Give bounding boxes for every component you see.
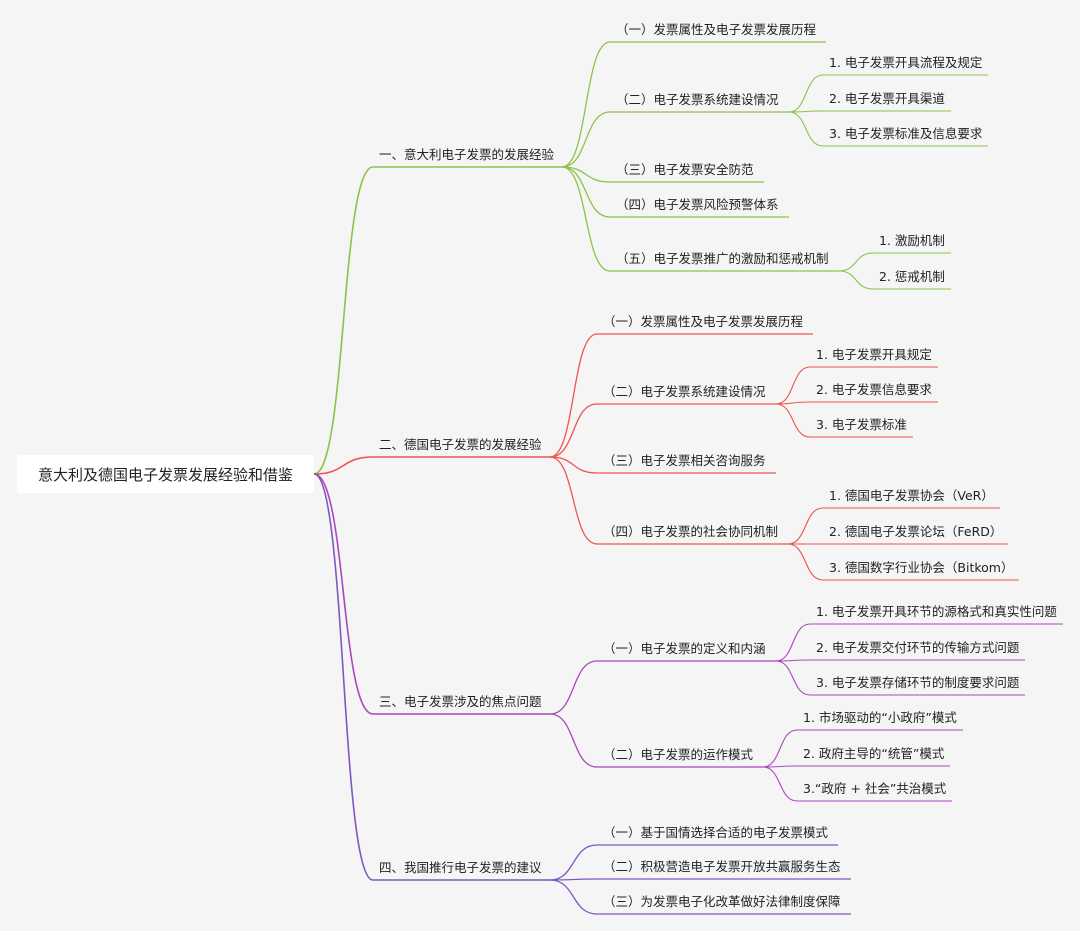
connector-s1-i1-c0 [775, 366, 811, 405]
s1-item-2-child-3[interactable]: 3. 电子发票标准及信息要求 [829, 126, 983, 141]
s2-item-4-child-2[interactable]: 2. 德国电子发票论坛（FeRD） [829, 524, 1003, 539]
connector-s0-i4-c0 [838, 252, 874, 272]
s3-item-2-child-1[interactable]: 1. 市场驱动的“小政府”模式 [803, 710, 957, 725]
connector-s1-i2 [549, 456, 598, 474]
connector-s1-i1-c2 [775, 403, 811, 438]
s2-item-1[interactable]: （一）发票属性及电子发票发展历程 [603, 314, 804, 329]
s2-item-2-child-1[interactable]: 1. 电子发票开具规定 [816, 347, 932, 362]
connector-s2-i0 [549, 660, 598, 715]
s3-item-1-child-2[interactable]: 2. 电子发票交付环节的传输方式问题 [816, 640, 1020, 655]
s1-item-2-child-1[interactable]: 1. 电子发票开具流程及规定 [829, 55, 983, 70]
s3-item-1-child-1[interactable]: 1. 电子发票开具环节的源格式和真实性问题 [816, 604, 1057, 619]
connector-s3-i2 [549, 879, 598, 915]
s4-item-1[interactable]: （一）基于国情选择合适的电子发票模式 [603, 825, 829, 840]
connector-s3-i0 [549, 844, 598, 881]
s1-item-1[interactable]: （一）发票属性及电子发票发展历程 [616, 22, 817, 37]
connector-s0-i1 [561, 111, 611, 168]
connector-root-s3 [313, 473, 374, 881]
s1-item-5-child-2[interactable]: 2. 惩戒机制 [879, 269, 945, 284]
s2-item-2-child-3[interactable]: 3. 电子发票标准 [816, 417, 907, 432]
connector-root-s1 [313, 456, 374, 475]
s2-item-4[interactable]: （四）电子发票的社会协同机制 [603, 524, 779, 539]
connector-s0-i4 [561, 166, 611, 272]
s1-item-4[interactable]: （四）电子发票风险预警体系 [616, 197, 779, 212]
s3-item-2-child-3[interactable]: 3.“政府 + 社会”共治模式 [803, 781, 947, 796]
s2-item-2[interactable]: （二）电子发票系统建设情况 [603, 384, 766, 399]
connector-s2-i0-c1 [775, 659, 811, 662]
connector-s1-i3-c2 [787, 543, 824, 581]
connector-s1-i3 [549, 456, 598, 545]
s2-item-4-child-1[interactable]: 1. 德国电子发票协会（VeR） [829, 488, 994, 503]
s1-item-5[interactable]: （五）电子发票推广的激励和惩戒机制 [616, 251, 829, 266]
section-3[interactable]: 三、电子发票涉及的焦点问题 [379, 694, 542, 709]
connector-s0-i1-c2 [788, 111, 824, 147]
connector-s2-i0-c0 [775, 623, 811, 662]
connector-s2-i1-c1 [762, 765, 798, 768]
connector-s0-i2 [561, 166, 611, 183]
s1-item-5-child-1[interactable]: 1. 激励机制 [879, 233, 945, 248]
s1-item-3[interactable]: （三）电子发票安全防范 [616, 162, 754, 177]
connector-s2-i0-c2 [775, 660, 811, 696]
connector-s0-i1-c0 [788, 74, 824, 113]
s4-item-3[interactable]: （三）为发票电子化改革做好法律制度保障 [603, 894, 841, 909]
connector-s0-i3 [561, 166, 611, 218]
s3-item-1[interactable]: （一）电子发票的定义和内涵 [603, 641, 766, 656]
connector-s0-i4-c1 [838, 270, 874, 290]
s2-item-2-child-2[interactable]: 2. 电子发票信息要求 [816, 382, 932, 397]
connector-s1-i1 [549, 403, 598, 458]
s4-item-2[interactable]: （二）积极营造电子发票开放共赢服务生态 [603, 859, 841, 874]
s2-item-4-child-3[interactable]: 3. 德国数字行业协会（Bitkom） [829, 560, 1014, 575]
connector-s0-i0 [561, 41, 611, 168]
s3-item-1-child-3[interactable]: 3. 电子发票存储环节的制度要求问题 [816, 675, 1020, 690]
s2-item-3[interactable]: （三）电子发票相关咨询服务 [603, 453, 766, 468]
s1-item-2[interactable]: （二）电子发票系统建设情况 [616, 92, 779, 107]
root-node[interactable]: 意大利及德国电子发票发展经验和借鉴 [17, 455, 314, 493]
connector-s0-i1-c1 [788, 110, 824, 113]
connector-s2-i1 [549, 713, 598, 768]
s1-item-2-child-2[interactable]: 2. 电子发票开具渠道 [829, 91, 945, 106]
connector-root-s0 [313, 166, 374, 475]
connector-s1-i3-c0 [787, 507, 824, 545]
section-1[interactable]: 一、意大利电子发票的发展经验 [379, 147, 555, 162]
s3-item-2-child-2[interactable]: 2. 政府主导的“统管”模式 [803, 746, 945, 761]
connector-s2-i1-c0 [762, 729, 798, 768]
connector-s1-i1-c1 [775, 401, 811, 405]
connector-root-s2 [313, 473, 374, 715]
s3-item-2[interactable]: （二）电子发票的运作模式 [603, 747, 754, 762]
section-4[interactable]: 四、我国推行电子发票的建议 [379, 860, 542, 875]
connector-s2-i1-c2 [762, 766, 798, 802]
connector-s1-i0 [549, 333, 598, 458]
section-2[interactable]: 二、德国电子发票的发展经验 [379, 437, 542, 452]
